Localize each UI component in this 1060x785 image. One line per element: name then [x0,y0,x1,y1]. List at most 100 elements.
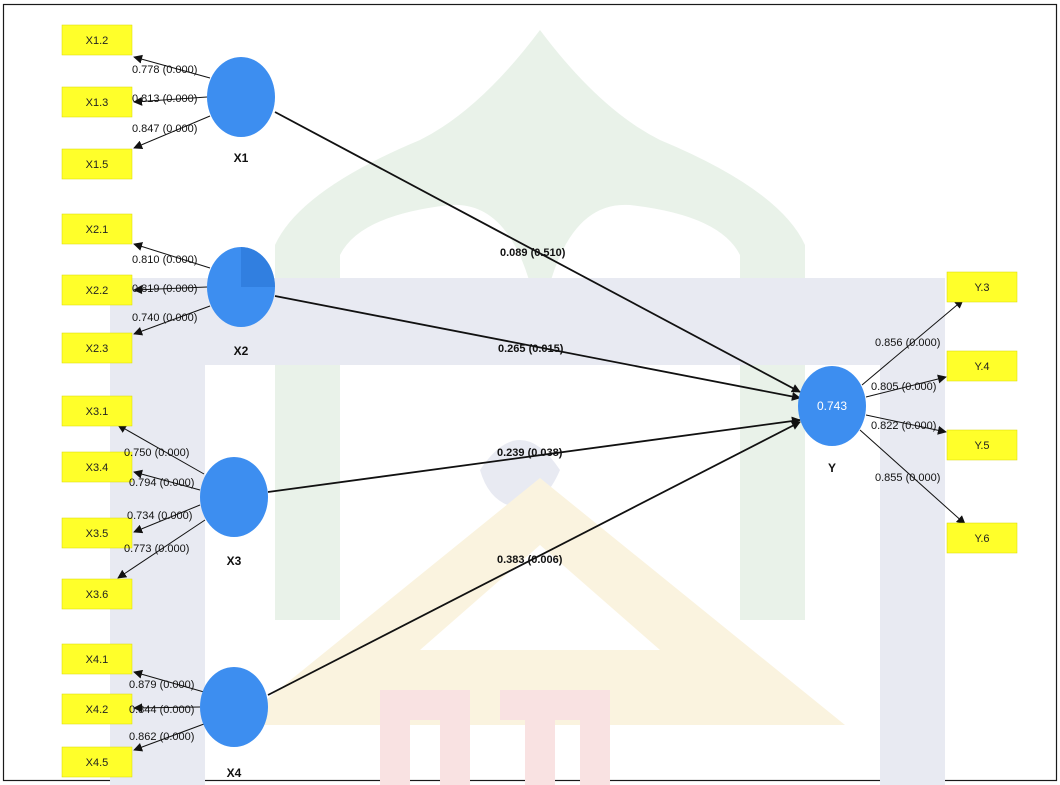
indicator-label: X2.2 [86,285,109,297]
watermark-green-pillar-right [740,330,805,620]
indicator-box[interactable] [61,86,133,118]
loading-x2-1: 0.810 (0.000) [132,254,197,266]
loading-x1-3: 0.813 (0.000) [132,93,197,105]
indicator-x4-5[interactable]: X4.5 [61,746,133,778]
loading-arrow-x3-5 [133,504,201,534]
indicator-label: Y.3 [974,282,989,294]
loading-x1-2: 0.778 (0.000) [132,64,197,76]
indicator-x2-3[interactable]: X2.3 [61,332,133,364]
loading-x2-2: 0.819 (0.000) [132,283,197,295]
loading-x3-4: 0.794 (0.000) [129,477,194,489]
path-coef-x4-y: 0.383 (0.006) [497,554,563,566]
latent-x1-circle[interactable] [207,57,275,137]
latent-x3-circle[interactable] [200,457,268,537]
loading-x4-1: 0.879 (0.000) [129,679,194,691]
path-coef-x2-y: 0.265 (0.015) [498,343,564,355]
indicator-x2-1[interactable]: X2.1 [61,213,133,245]
indicator-box[interactable] [61,332,133,364]
indicator-x3-5[interactable]: X3.5 [61,517,133,549]
path-arrow-x3-y [267,416,801,493]
indicator-label: Y.4 [974,361,989,373]
latent-x2-label: X2 [234,344,249,358]
indicator-label: X1.2 [86,35,109,47]
indicator-x1-3[interactable]: X1.3 [61,86,133,118]
indicator-label: Y.6 [974,533,989,545]
watermark-green-dome [275,30,805,330]
indicator-x4-2[interactable]: X4.2 [61,693,133,725]
watermark-gold-triangle [235,478,845,725]
loading-arrow-x4-1 [133,669,205,693]
indicator-x1-2[interactable]: X1.2 [61,24,133,56]
path-coef-x3-y: 0.239 (0.038) [497,447,563,459]
indicator-y-3[interactable]: Y.3 [946,271,1018,303]
latent-y-circle[interactable] [798,366,866,446]
indicator-box[interactable] [61,24,133,56]
loading-y-4: 0.805 (0.000) [871,381,936,393]
indicator-x3-4[interactable]: X3.4 [61,451,133,483]
latent-x4-circle[interactable] [200,667,268,747]
loading-arrow-x3-4 [133,469,201,491]
loading-arrow-x2-2 [133,285,208,295]
indicator-x1-5[interactable]: X1.5 [61,148,133,180]
indicator-y-5[interactable]: Y.5 [946,429,1018,461]
latent-x3-label: X3 [227,554,242,568]
indicator-label: X4.2 [86,704,109,716]
watermark-navy-frame [110,278,945,785]
indicator-label: X1.5 [86,159,109,171]
indicator-box[interactable] [946,271,1018,303]
indicator-box[interactable] [946,350,1018,382]
loading-arrow-y-4 [865,374,947,398]
loading-x2-3: 0.740 (0.000) [132,312,197,324]
indicator-x2-2[interactable]: X2.2 [61,274,133,306]
indicator-box[interactable] [946,429,1018,461]
loading-arrow-x4-5 [133,723,205,752]
latent-x4[interactable] [200,667,268,747]
loading-arrow-y-5 [865,414,947,435]
indicator-box[interactable] [61,517,133,549]
latent-x2[interactable] [207,247,275,327]
latent-x4-label: X4 [227,766,242,780]
loading-arrow-x2-1 [133,242,211,269]
indicator-x4-1[interactable]: X4.1 [61,643,133,675]
loading-arrow-x2-3 [133,305,211,336]
latent-y[interactable] [798,366,866,446]
loading-arrow-x3-6 [117,519,206,579]
indicator-x3-1[interactable]: X3.1 [61,395,133,427]
indicator-x3-6[interactable]: X3.6 [61,578,133,610]
indicator-box[interactable] [61,693,133,725]
loading-arrow-x4-2 [133,703,201,713]
indicator-y-6[interactable]: Y.6 [946,522,1018,554]
latent-y-label: Y [828,461,836,475]
loading-x4-5: 0.862 (0.000) [129,731,194,743]
loading-arrow-x1-3 [133,96,208,106]
indicator-box[interactable] [61,451,133,483]
indicator-box[interactable] [61,643,133,675]
indicator-y-4[interactable]: Y.4 [946,350,1018,382]
indicator-box[interactable] [61,148,133,180]
loading-x4-2: 0.844 (0.000) [129,704,194,716]
indicator-label: X3.1 [86,406,109,418]
indicator-box[interactable] [61,274,133,306]
indicator-label: X3.4 [86,462,109,474]
loading-arrow-x1-5 [133,115,211,150]
indicator-box[interactable] [61,746,133,778]
loading-y-6: 0.855 (0.000) [875,472,940,484]
latent-x1[interactable] [207,57,275,137]
loading-x1-5: 0.847 (0.000) [132,123,197,135]
indicator-box[interactable] [61,395,133,427]
loading-x3-6: 0.773 (0.000) [124,543,189,555]
indicator-label: X4.1 [86,654,109,666]
latent-x3[interactable] [200,457,268,537]
watermark-green-pillar-left [275,330,340,620]
path-arrow-x1-y [274,111,801,393]
university-logo-watermark [110,30,945,785]
indicator-box[interactable] [61,213,133,245]
indicator-box[interactable] [61,578,133,610]
indicator-label: X3.5 [86,528,109,540]
path-arrow-x2-y [274,295,801,401]
indicator-box[interactable] [946,522,1018,554]
indicator-label: Y.5 [974,440,989,452]
loading-x3-1: 0.750 (0.000) [124,447,189,459]
